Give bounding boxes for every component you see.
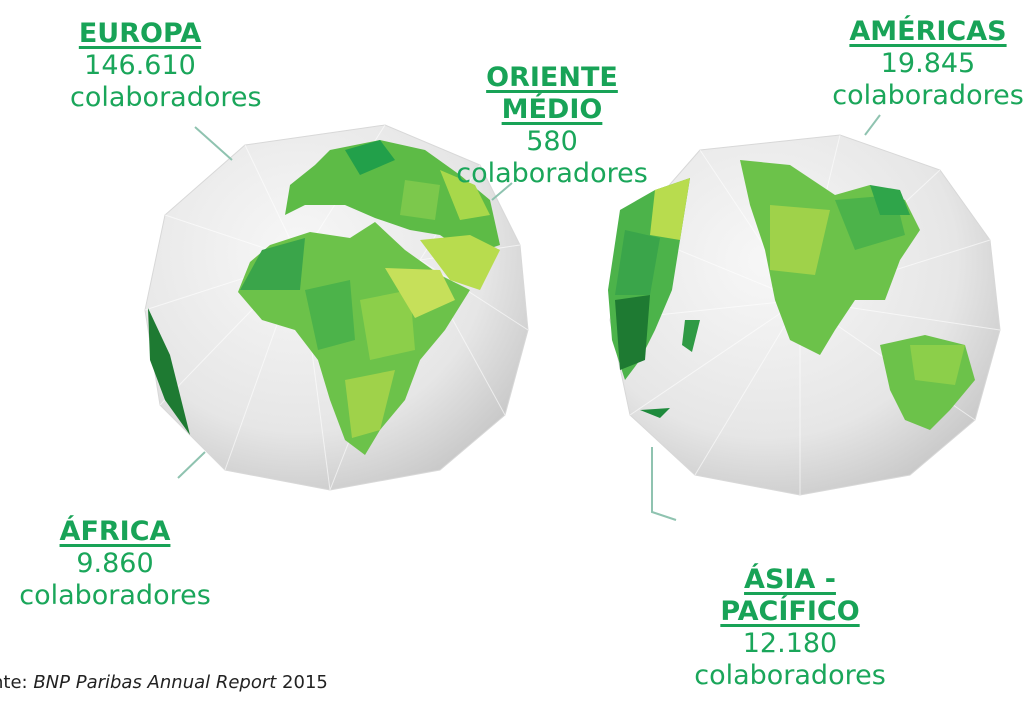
region-name: EUROPA (78, 18, 202, 49)
region-name-line1: ÁSIA - (744, 564, 836, 595)
label-oriente-medio: ORIENTE MÉDIO 580 colaboradores (452, 62, 652, 190)
employee-unit: colaboradores (832, 80, 1024, 111)
label-africa: ÁFRICA 9.860 colaboradores (5, 516, 225, 612)
label-europa: EUROPA 146.610 colaboradores (70, 18, 262, 114)
label-americas: AMÉRICAS 19.845 colaboradores (828, 16, 1028, 112)
employee-count: 580 (526, 126, 578, 157)
employee-count: 146.610 (84, 50, 196, 81)
source-note: nte: BNP Paribas Annual Report 2015 (0, 672, 328, 693)
employee-unit: colaboradores (70, 82, 262, 113)
employee-count: 12.180 (742, 628, 838, 659)
region-name: AMÉRICAS (849, 16, 1007, 47)
region-name-line2: PACÍFICO (720, 596, 860, 627)
region-name: ÁFRICA (59, 516, 171, 547)
left-globe (144, 124, 529, 491)
employee-count: 9.860 (76, 548, 154, 579)
europe-landmass (285, 140, 500, 255)
leader-lines (177, 114, 881, 521)
source-year: 2015 (276, 672, 328, 693)
source-publication: BNP Paribas Annual Report (33, 672, 277, 693)
region-name-line1: ORIENTE (486, 62, 618, 93)
employee-count: 19.845 (880, 48, 976, 79)
employee-unit: colaboradores (19, 580, 211, 611)
source-prefix: nte: (0, 672, 28, 693)
employee-unit: colaboradores (694, 660, 886, 691)
region-name-line2: MÉDIO (501, 94, 603, 125)
right-globe (608, 134, 1001, 496)
label-asia-pacifico: ÁSIA - PACÍFICO 12.180 colaboradores (680, 564, 900, 692)
employee-unit: colaboradores (456, 158, 648, 189)
